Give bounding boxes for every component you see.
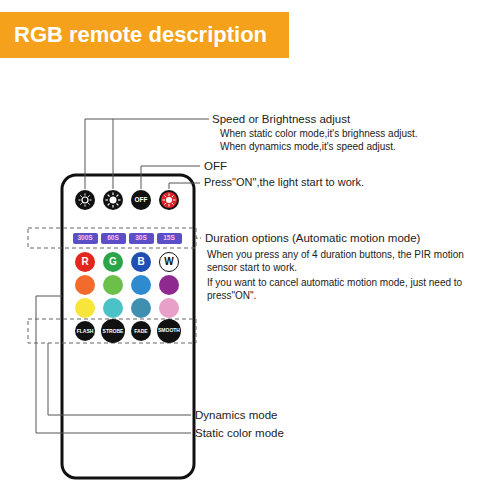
on-button: [159, 190, 179, 210]
button-text: OFF: [135, 197, 148, 204]
color-button: W: [159, 252, 179, 272]
button-text: 15S: [163, 235, 175, 242]
off-button: OFF: [131, 190, 151, 210]
leader-line: [196, 238, 201, 239]
button-text: STROBE: [103, 329, 124, 334]
color-button: B: [131, 252, 151, 272]
color-button: G: [103, 252, 123, 272]
button-text: G: [109, 257, 117, 267]
button-text: FLASH: [77, 329, 94, 334]
button-text: R: [81, 257, 88, 267]
mode-button: FLASH: [75, 321, 95, 341]
brightness-up-button: [103, 190, 123, 210]
duration-button: 60S: [101, 233, 126, 244]
brightness-down-button: [75, 190, 95, 210]
callout-label: Duration options (Automatic motion mode): [205, 231, 420, 245]
button-text: B: [137, 257, 144, 267]
duration-button: 30S: [129, 233, 154, 244]
mode-button: FADE: [131, 321, 151, 341]
button-text: SMOOTH: [158, 328, 180, 333]
button-text: 60S: [107, 235, 119, 242]
button-text: 30S: [135, 235, 147, 242]
callout-label: Press"ON",the light start to work.: [204, 176, 364, 190]
callout-label: Static color mode: [195, 426, 284, 440]
duration-button: 300S: [73, 233, 98, 244]
color-buttons: [75, 275, 179, 318]
note-text: If you want to cancel automatic motion m…: [207, 277, 492, 302]
duration-bracket: [28, 228, 196, 248]
title-banner: RGB remote description: [0, 12, 289, 58]
duration-button: 15S: [157, 233, 182, 244]
callout-label: OFF: [204, 159, 227, 173]
color-button: R: [75, 252, 95, 272]
callout-label: Dynamics mode: [195, 408, 277, 422]
dynamics-bracket: [28, 319, 196, 343]
note-text: When dynamics mode,it's speed adjust.: [220, 141, 396, 154]
mode-button: STROBE: [101, 319, 125, 343]
leader-lines: [36, 119, 209, 433]
note-text: When you press any of 4 duration buttons…: [207, 249, 492, 274]
button-text: FADE: [134, 329, 147, 334]
callout-label: Speed or Brightness adjust: [212, 112, 350, 126]
button-text: 300S: [77, 235, 92, 242]
note-text: When static color mode,it's brighness ad…: [220, 128, 418, 141]
button-text: W: [164, 257, 173, 267]
